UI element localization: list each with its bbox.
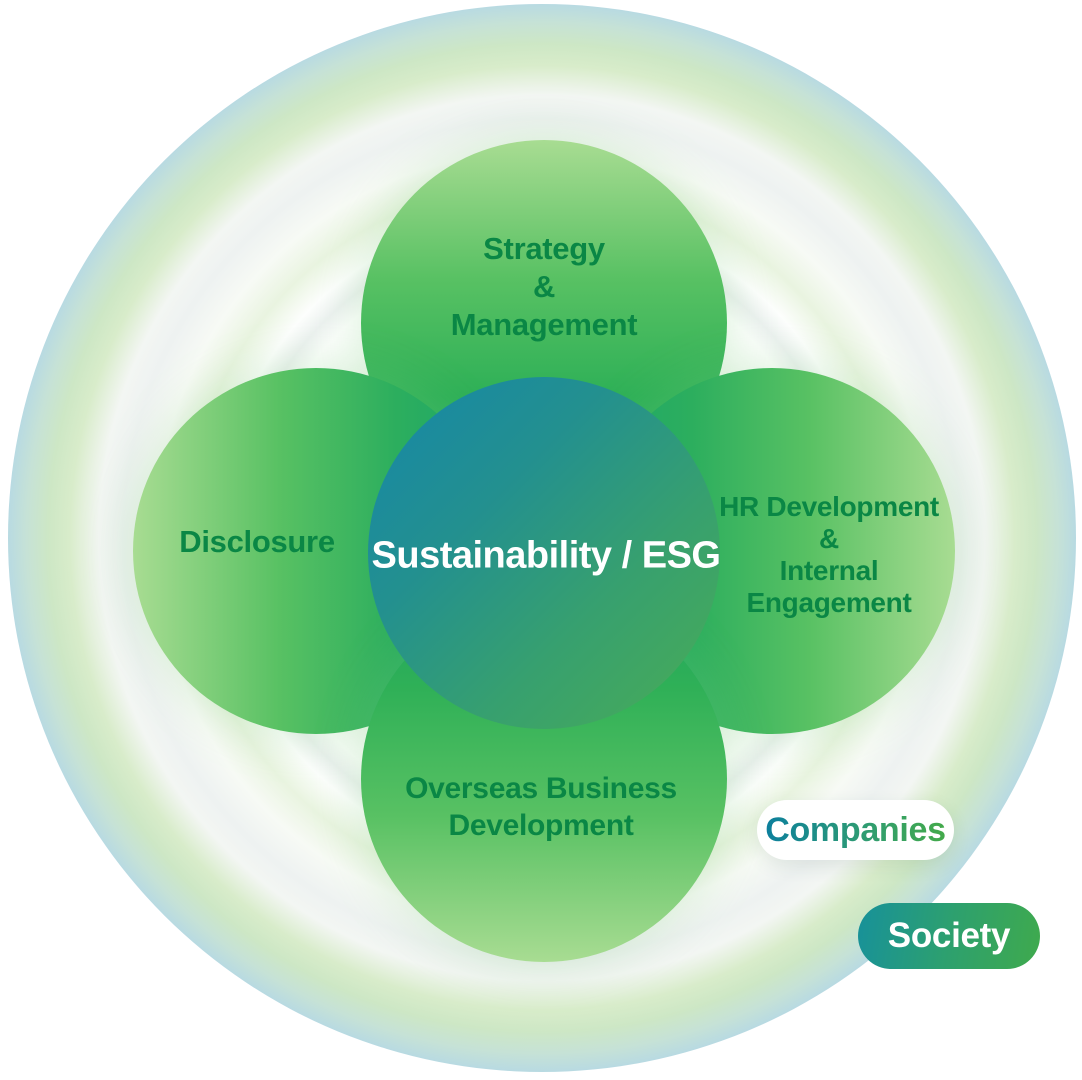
label-line: Disclosure	[179, 524, 335, 559]
label-line: Development	[448, 809, 634, 842]
companies-badge-label: Companies	[765, 810, 946, 849]
strategy-management-label: Strategy & Management	[450, 230, 638, 344]
label-line: Internal	[779, 555, 879, 586]
label-line: Management	[450, 307, 638, 342]
label-line: &	[532, 269, 556, 304]
label-line: &	[819, 523, 839, 554]
label-line: Strategy	[483, 231, 605, 266]
hr-development-label: HR Development & Internal Engagement	[719, 491, 939, 619]
society-badge-label: Society	[887, 916, 1011, 955]
overseas-business-label: Overseas Business Development	[405, 770, 677, 844]
label-line: Engagement	[746, 587, 912, 618]
companies-badge: Companies	[757, 800, 954, 860]
society-badge: Society	[858, 903, 1040, 969]
label-line: HR Development	[719, 491, 939, 522]
label-line: Overseas Business	[405, 772, 677, 805]
sustainability-esg-circle	[368, 377, 720, 729]
sustainability-esg-label: Sustainability / ESG	[371, 534, 721, 577]
disclosure-label: Disclosure	[179, 524, 335, 560]
